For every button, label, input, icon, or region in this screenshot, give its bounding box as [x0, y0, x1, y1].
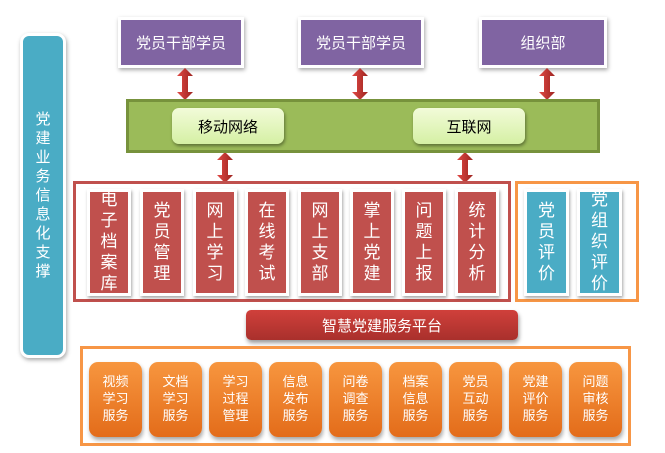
service-label: 问卷调查服务: [342, 375, 369, 424]
module-label: 电子档案库: [100, 190, 118, 294]
top-node-members-1: 党员干部学员: [118, 17, 244, 68]
module-label: 网上支部: [311, 200, 329, 284]
module-mobile-party: 掌上党建: [350, 189, 394, 296]
module-label: 党员管理: [153, 200, 171, 284]
service-party-evaluation: 党建评价服务: [509, 362, 562, 437]
service-label: 党员互动服务: [462, 375, 489, 424]
network-label: 互联网: [446, 117, 492, 136]
module-label: 网上学习: [206, 200, 224, 284]
service-issue-review: 问题审核服务: [569, 362, 622, 437]
double-arrow-icon: [352, 68, 368, 100]
eval-member: 党员评价: [524, 189, 569, 296]
service-member-interaction: 党员互动服务: [449, 362, 502, 437]
service-label: 问题审核服务: [582, 375, 609, 424]
top-node-label: 组织部: [520, 34, 566, 52]
module-online-branch: 网上支部: [298, 189, 342, 296]
module-online-learning: 网上学习: [193, 189, 237, 296]
network-label: 移动网络: [197, 117, 258, 136]
network-mobile: 移动网络: [172, 108, 284, 144]
module-issue-report: 问题上报: [402, 189, 446, 296]
service-label: 党建评价服务: [522, 375, 549, 424]
double-arrow-icon: [539, 68, 555, 100]
double-arrow-icon: [457, 152, 473, 183]
eval-organization: 党组织评价: [577, 189, 622, 296]
top-node-label: 党员干部学员: [135, 34, 226, 52]
module-member-management: 党员管理: [140, 189, 184, 296]
module-label: 掌上党建: [363, 200, 381, 284]
module-online-exam: 在线考试: [245, 189, 289, 296]
double-arrow-icon: [217, 152, 233, 183]
service-info-publish: 信息发布服务: [269, 362, 322, 437]
service-archive-info: 档案信息服务: [389, 362, 442, 437]
service-label: 档案信息服务: [402, 375, 429, 424]
eval-label: 党员评价: [538, 200, 555, 284]
sidebar-text: 党建业务信息化支撑: [35, 110, 51, 280]
module-label: 统计分析: [468, 200, 486, 284]
service-label: 文档学习服务: [162, 375, 189, 424]
service-learning-process: 学习过程管理: [209, 362, 262, 437]
eval-label: 党组织评价: [591, 190, 608, 294]
service-survey: 问卷调查服务: [329, 362, 382, 437]
service-label: 信息发布服务: [282, 375, 309, 424]
service-video-learning: 视频学习服务: [89, 362, 142, 437]
top-node-members-2: 党员干部学员: [298, 17, 424, 68]
module-label: 问题上报: [415, 200, 433, 284]
network-internet: 互联网: [413, 108, 525, 144]
service-label: 视频学习服务: [102, 375, 129, 424]
service-label: 学习过程管理: [222, 375, 249, 424]
platform-label: 智慧党建服务平台: [321, 316, 442, 335]
service-document-learning: 文档学习服务: [149, 362, 202, 437]
module-e-archive: 电子档案库: [87, 189, 131, 296]
top-node-label: 党员干部学员: [315, 34, 406, 52]
module-label: 在线考试: [258, 200, 276, 284]
top-node-organization: 组织部: [479, 17, 607, 68]
sidebar-support-label: 党建业务信息化支撑: [20, 33, 66, 358]
module-statistics: 统计分析: [455, 189, 499, 296]
double-arrow-icon: [177, 68, 193, 100]
platform-banner: 智慧党建服务平台: [246, 310, 518, 340]
